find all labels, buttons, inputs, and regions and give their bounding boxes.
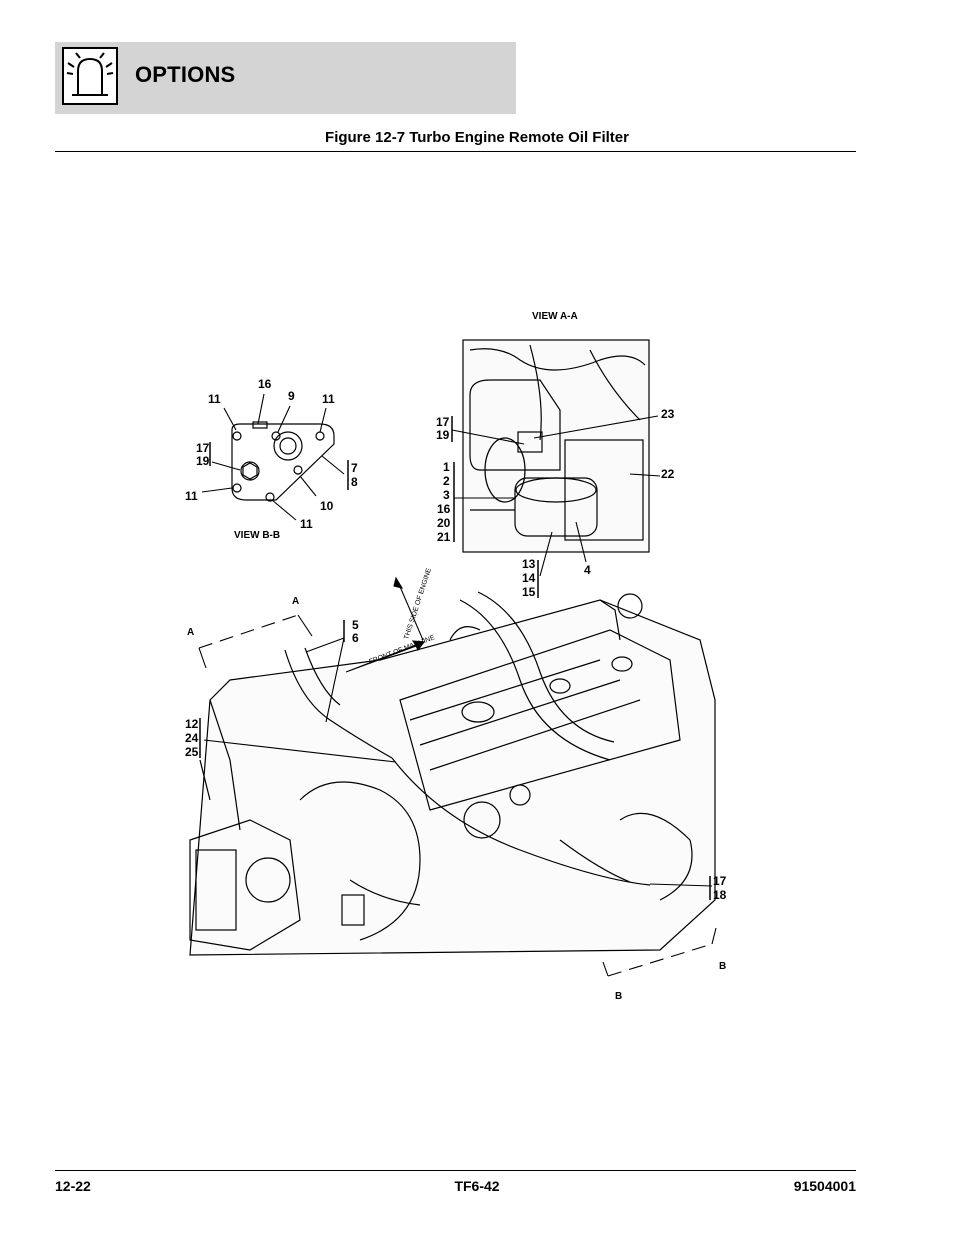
main-leaders [199,620,713,900]
section-mark-a-1: A [292,596,299,607]
view-bb-label: VIEW B-B [234,530,280,541]
callout-bb-11b: 11 [322,392,335,406]
section-mark-b-2: B [615,991,622,1002]
section-mark-b-1: B [719,961,726,972]
view-aa-label: VIEW A-A [532,311,578,322]
callout-aa-3: 3 [443,488,450,502]
view-aa-diagram [462,339,650,553]
figure-title: Figure 12-7 Turbo Engine Remote Oil Filt… [325,129,629,146]
callout-main-25: 25 [185,745,199,759]
callout-aa-1: 1 [443,460,450,474]
top-rule [55,151,856,152]
document-number: 91504001 [793,1178,856,1194]
callout-main-18: 18 [713,888,727,902]
callout-aa-23: 23 [661,407,675,421]
callout-main-17: 17 [713,874,727,888]
callout-aa-20: 20 [437,516,451,530]
view-bb-diagram [231,421,335,502]
callout-aa-13: 13 [522,557,536,571]
beacon-light-icon [62,47,118,105]
callout-bb-9: 9 [288,389,295,403]
callout-bb-7: 7 [351,461,358,475]
callout-aa-16: 16 [437,502,451,516]
callout-aa-19: 19 [436,428,450,442]
view-bb-leaders [201,393,349,521]
page-number: 12-22 [55,1178,91,1194]
section-title: OPTIONS [135,62,236,87]
callout-main-6: 6 [352,631,359,645]
callout-aa-2: 2 [443,474,450,488]
callout-aa-21: 21 [437,530,451,544]
section-mark-a-2: A [187,627,194,638]
callout-bb-17: 17 [196,441,210,455]
bottom-rule [55,1170,856,1171]
callout-bb-11d: 11 [300,517,313,531]
callout-aa-15: 15 [522,585,536,599]
callout-main-5: 5 [352,618,359,632]
section-cut-lines [198,576,717,977]
callout-aa-17: 17 [436,415,450,429]
callout-bb-19: 19 [196,454,210,468]
callout-bb-11a: 11 [208,392,221,406]
callout-bb-10: 10 [320,499,334,513]
header-band [55,42,516,114]
callout-bb-16: 16 [258,377,272,391]
callout-aa-4: 4 [584,563,591,577]
callout-main-24: 24 [185,731,199,745]
model-number: TF6-42 [454,1178,500,1194]
callout-bb-8: 8 [351,475,358,489]
callout-aa-14: 14 [522,571,536,585]
view-aa-leaders [451,415,661,598]
callout-bb-11c: 11 [185,489,198,503]
callout-aa-22: 22 [661,467,675,481]
callout-main-12: 12 [185,717,199,731]
engine-illustration [189,591,716,956]
